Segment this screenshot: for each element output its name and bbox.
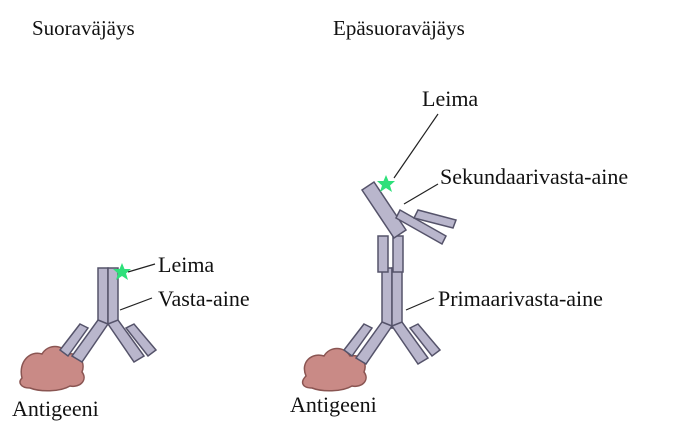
indirect-leima-label: Leima [422,88,478,110]
secondary-leader [404,184,438,204]
secondary-antibody-label: Sekundaarivasta-aine [440,166,628,188]
indirect-antigen-label: Antigeeni [290,394,377,416]
direct-antibody-label: Vasta-aine [158,288,250,310]
direct-leima-leader [128,264,155,272]
primary-antibody-label: Primaarivasta-aine [438,288,603,310]
primary-antibody [344,268,440,364]
indirect-antigen [303,349,366,391]
direct-antigen-label: Antigeeni [12,398,99,420]
direct-antibody-leader [120,298,152,310]
secondary-antibody [362,182,456,272]
indirect-leima-leader [394,114,438,178]
primary-leader [406,298,434,310]
direct-leima-label: Leima [158,254,214,276]
direct-antibody [60,268,156,362]
